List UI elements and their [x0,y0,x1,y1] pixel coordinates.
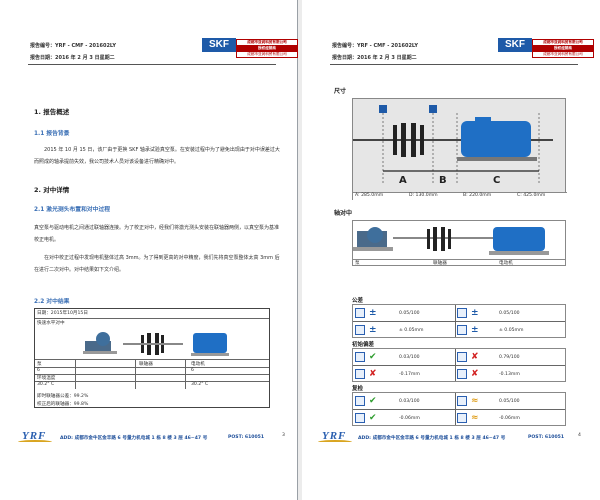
label-motor: 电动机 [191,362,205,367]
tol-offset-v: ± 0.05mm [399,328,424,333]
footer-post: POST: 610051 [228,435,265,440]
section-1-title: 1. 报告概述 [34,108,70,116]
report-date: 报告日期：2016 年 2 月 3 日星期二 [30,55,115,61]
pump-temp: 30.2° C [37,382,55,387]
label-pump: 泵 [37,362,42,367]
label-coupling: 联轴器 [139,362,153,367]
dim-d: D: 130.0mm [409,193,438,198]
dim-b: B: 220.0mm [463,193,492,198]
section-2-title: 2. 对中详情 [34,186,70,194]
page-number: 3 [282,433,285,438]
footer-address: ADD: 成都市金牛区金丰路 6 号量力机电城 1 栋 8 楼 3 层 46~4… [358,436,506,441]
background-paragraph: 2015 年 10 月 15 日，该厂由于更换 SKF 轴承试验真空泵。在安装过… [34,147,280,165]
dealer-stamp: 成都市亚润科贸有限公司 授权经销商 成都市亚润科贸有限公司 [532,39,594,58]
report-date: 报告日期：2016 年 2 月 3 日星期二 [332,55,417,61]
tol-angle-v: 0.05/100 [399,311,420,316]
yrf-logo: YRF [318,430,352,442]
skf-logo: SKF [202,38,236,52]
yrf-logo: YRF [18,430,52,442]
dim-a: A: 285.0mm [355,193,384,198]
header-rule [28,64,276,65]
summary-corrected: 校正后的联轴器：99.8% [37,402,89,407]
alignment-title: 轴对中 [334,210,353,217]
result-date: 日期：2015年10月15日 [37,311,88,316]
footer-address: ADD: 成都市金牛区金丰路 6 号量力机电城 1 栋 8 楼 3 层 46~4… [60,436,208,441]
section-1-1-title: 1.1 报告背景 [34,131,70,137]
summary-current: 即时联轴器公差：99.2% [37,394,89,399]
dim-letter-c: C [493,175,501,186]
alignment-image: 泵 联轴器 电动机 [352,220,566,266]
recheck-title: 复检 [352,386,364,392]
init-angle-h: 0.79/100 [499,355,520,360]
page-gap [298,0,302,500]
recheck-angle-v: 0.03/100 [399,399,420,404]
motor-temp: 30.2° C [191,382,209,387]
dim-letter-b: B [439,175,447,186]
result-table: 日期：2015年10月15日 快速水平对中 泵 联轴器 电动机 6 6 环境温度… [34,308,270,408]
page-number: 4 [578,433,581,438]
footer-post: POST: 610051 [528,435,565,440]
section-2-1-title: 2.1 激光测头布置和对中过程 [34,207,111,213]
report-number: 报告编号：YRF - CMF - 201602LY [30,43,116,49]
dim-c: C: 425.0mm [517,193,546,198]
init-offset-h: -0.13mm [499,372,520,377]
align-label-pump: 泵 [355,261,360,266]
report-page-3: 报告编号：YRF - CMF - 201602LY 报告日期：2016 年 2 … [0,0,298,500]
dealer-stamp: 成都市亚润科贸有限公司 授权经销商 成都市亚润科贸有限公司 [236,39,298,58]
init-offset-v: -0.17mm [399,372,420,377]
skf-logo: SKF [498,38,532,52]
tol-offset-h: ± 0.05mm [499,328,524,333]
tolerance-title: 公差 [352,298,364,304]
size-title: 尺寸 [334,88,347,95]
header-rule [330,64,578,65]
process-paragraph: 在对中校正过程中发现电机整体过高 3mm。为了得到更高的对中精度，我们先将真空泵… [34,255,280,273]
result-machine: 快速水平对中 [37,321,65,326]
setup-paragraph: 真空泵与驱动电机之间通过联轴器连接。为了校正对中，经我们将激光测头安装在联轴器两… [34,225,280,243]
align-label-motor: 电动机 [499,261,513,266]
initial-deviation-title: 初始偏差 [352,342,375,348]
dimension-drawing: A B C A: 285.0mm D: 130.0mm B: 220.0mm C… [352,98,567,200]
dim-letter-a: A [399,175,407,186]
init-angle-v: 0.03/100 [399,355,420,360]
recheck-offset-v: -0.06mm [399,416,420,421]
align-label-coupling: 联轴器 [433,261,447,266]
recheck-offset-h: -0.06mm [499,416,520,421]
report-number: 报告编号：YRF - CMF - 201602LY [332,43,418,49]
report-page-4: 报告编号：YRF - CMF - 201602LY 报告日期：2016 年 2 … [302,0,600,500]
ambient-temp-label: 环境温度 [37,376,56,381]
recheck-angle-h: 0.05/100 [499,399,520,404]
machine-train-image [83,332,229,356]
tol-angle-h: 0.05/100 [499,311,520,316]
section-2-2-title: 2.2 对中结果 [34,299,70,305]
